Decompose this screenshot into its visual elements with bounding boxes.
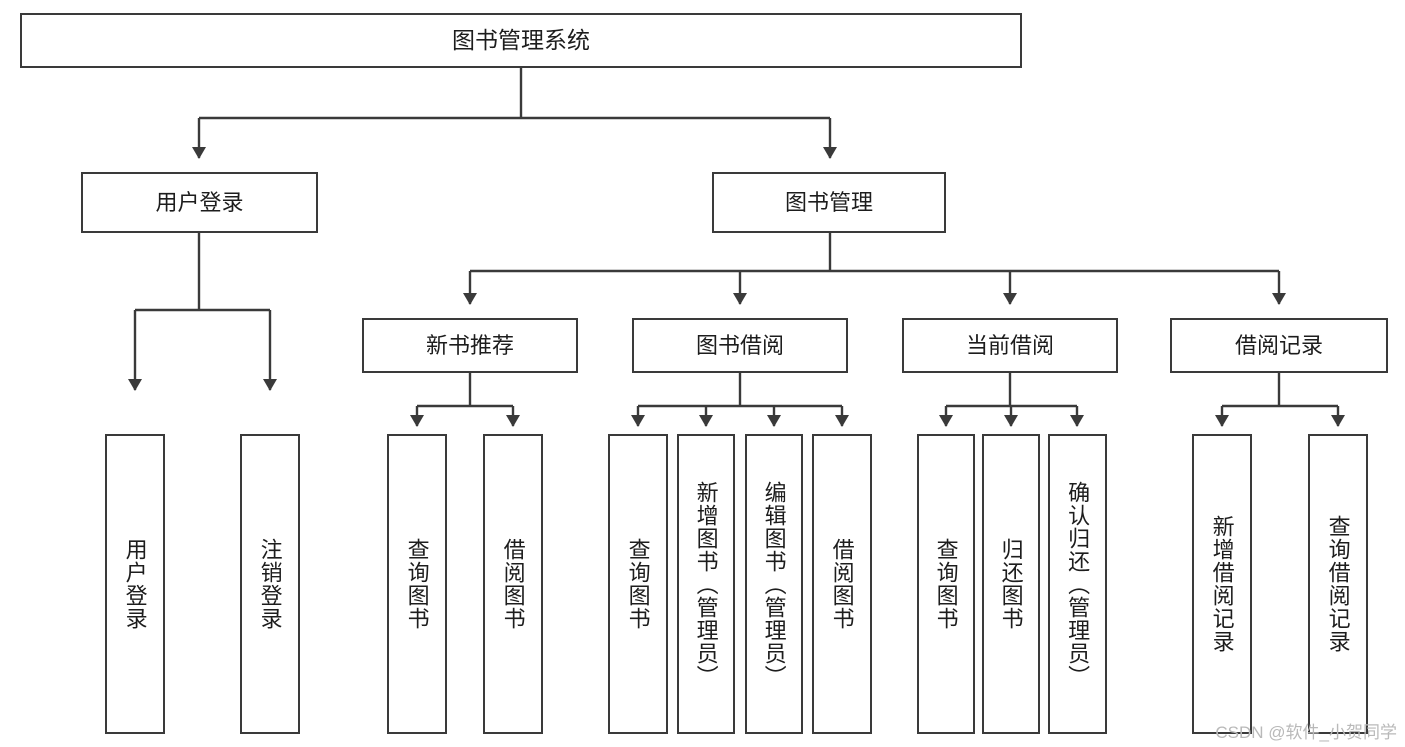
leaf-return-book[interactable]: 归还图书 (982, 434, 1040, 734)
node-root[interactable]: 图书管理系统 (20, 13, 1022, 68)
node-new-book-recommend-label: 新书推荐 (425, 332, 514, 358)
leaf-query-book-3-label: 查询图书 (933, 538, 959, 630)
node-root-label: 图书管理系统 (452, 26, 590, 53)
leaf-borrow-book-1[interactable]: 借阅图书 (483, 434, 543, 734)
leaf-confirm-return[interactable]: 确认归还（管理员） (1048, 434, 1107, 734)
leaf-edit-book[interactable]: 编辑图书（管理员） (745, 434, 803, 734)
leaf-logout-login[interactable]: 注销登录 (240, 434, 300, 734)
node-book-manage[interactable]: 图书管理 (712, 172, 946, 233)
leaf-query-book-1[interactable]: 查询图书 (387, 434, 447, 734)
node-new-book-recommend[interactable]: 新书推荐 (362, 318, 578, 373)
leaf-query-record[interactable]: 查询借阅记录 (1308, 434, 1368, 734)
leaf-add-book[interactable]: 新增图书（管理员） (677, 434, 735, 734)
leaf-user-login-label: 用户登录 (122, 538, 148, 630)
leaf-return-book-label: 归还图书 (998, 538, 1024, 630)
node-borrow-record[interactable]: 借阅记录 (1170, 318, 1388, 373)
leaf-query-record-label: 查询借阅记录 (1325, 515, 1351, 653)
leaf-user-login[interactable]: 用户登录 (105, 434, 165, 734)
leaf-add-record[interactable]: 新增借阅记录 (1192, 434, 1252, 734)
leaf-logout-login-label: 注销登录 (257, 538, 283, 630)
leaf-edit-book-label: 编辑图书（管理员） (761, 480, 787, 688)
leaf-add-book-label: 新增图书（管理员） (693, 480, 719, 688)
node-current-borrow-label: 当前借阅 (965, 332, 1054, 358)
leaf-confirm-return-label: 确认归还（管理员） (1065, 480, 1091, 688)
node-book-manage-label: 图书管理 (784, 189, 873, 215)
leaf-query-book-1-label: 查询图书 (404, 538, 430, 630)
leaf-add-record-label: 新增借阅记录 (1209, 515, 1235, 653)
node-user-login-label: 用户登录 (155, 189, 244, 215)
leaf-query-book-3[interactable]: 查询图书 (917, 434, 975, 734)
leaf-borrow-book-2-label: 借阅图书 (829, 538, 855, 630)
leaf-query-book-2-label: 查询图书 (625, 538, 651, 630)
node-book-borrow[interactable]: 图书借阅 (632, 318, 848, 373)
leaf-borrow-book-2[interactable]: 借阅图书 (812, 434, 872, 734)
csdn-watermark: CSDN @软件_小贺同学 (1215, 723, 1397, 742)
node-book-borrow-label: 图书借阅 (695, 332, 784, 358)
node-current-borrow[interactable]: 当前借阅 (902, 318, 1118, 373)
node-user-login[interactable]: 用户登录 (81, 172, 318, 233)
leaf-query-book-2[interactable]: 查询图书 (608, 434, 668, 734)
node-borrow-record-label: 借阅记录 (1234, 332, 1323, 358)
leaf-borrow-book-1-label: 借阅图书 (500, 538, 526, 630)
